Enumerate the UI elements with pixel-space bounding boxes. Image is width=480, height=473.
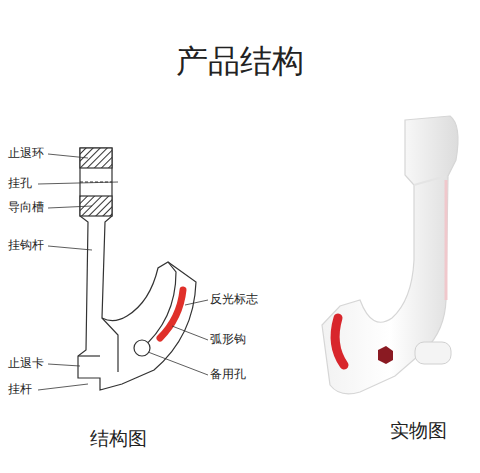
figure-caption: 结构图 xyxy=(90,428,147,449)
part-name: 导向槽 xyxy=(8,201,44,214)
part-name: 备用孔 xyxy=(210,368,246,381)
title: 产品结构 xyxy=(176,44,304,79)
part-name: 挂孔 xyxy=(8,177,32,190)
part-name: 挂钩杆 xyxy=(8,239,44,252)
part-name: 止退环 xyxy=(8,147,44,160)
part-name: 反光标志 xyxy=(210,293,258,306)
part-name: 弧形钩 xyxy=(210,333,246,346)
hook-drawing xyxy=(78,148,196,390)
figure-caption: 实物图 xyxy=(390,420,447,441)
part-name: 止退卡 xyxy=(8,357,44,370)
leader-lines xyxy=(38,154,208,390)
product-photo xyxy=(322,116,458,394)
part-name: 挂杆 xyxy=(8,383,32,396)
